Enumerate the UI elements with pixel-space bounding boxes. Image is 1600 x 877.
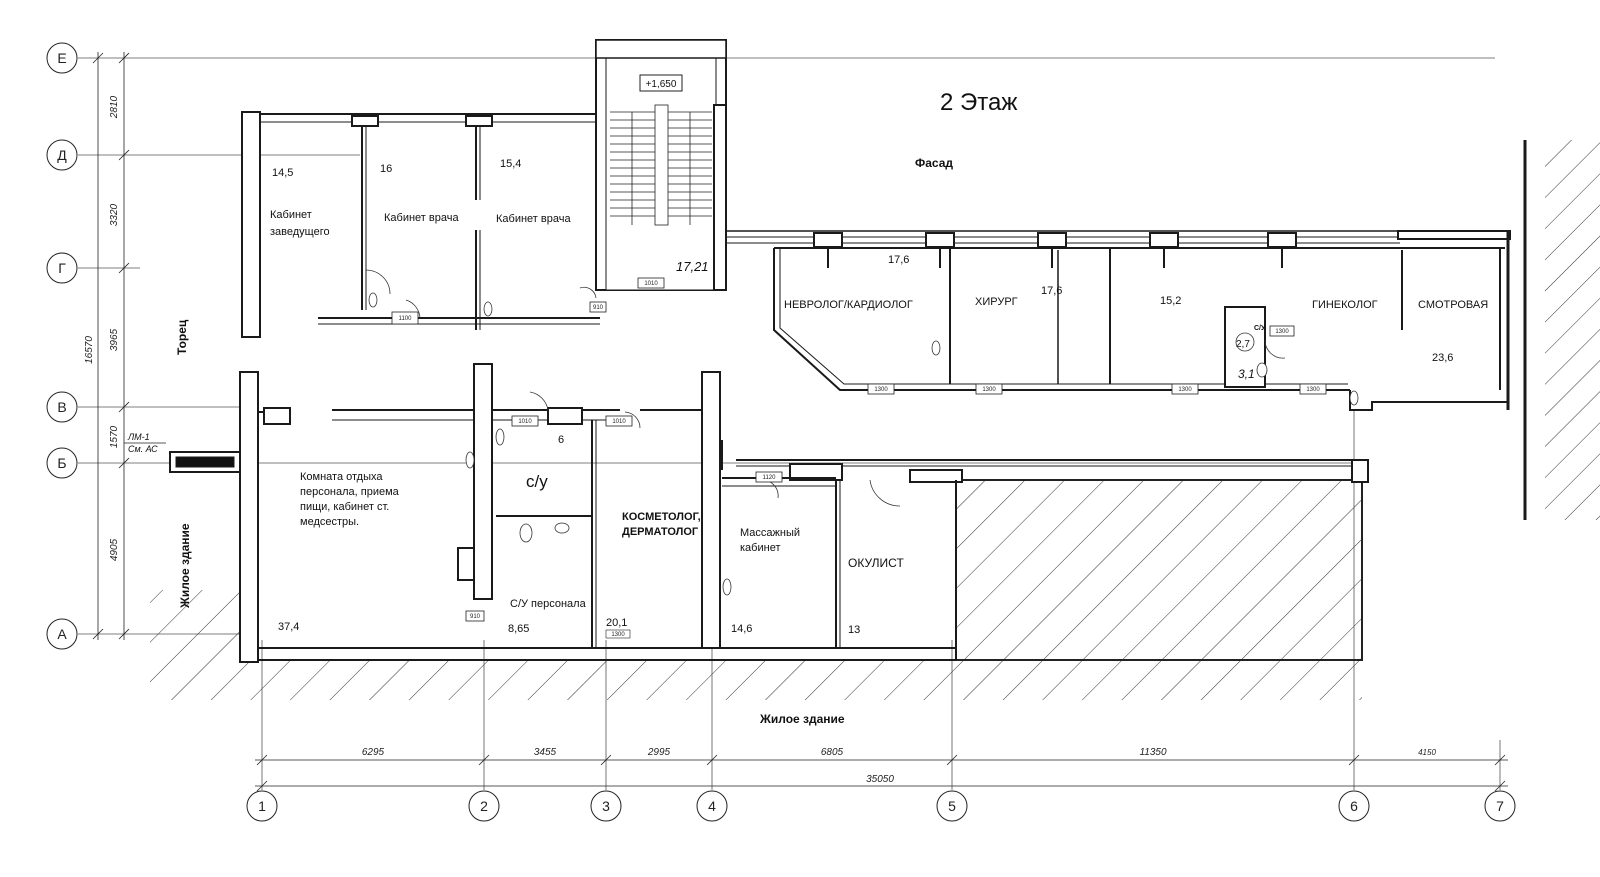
room-area: 13	[848, 624, 860, 636]
residential-left-label: Жилое здание	[178, 523, 192, 609]
room-name: пищи, кабинет ст.	[300, 501, 389, 513]
door-tag: 1300	[1306, 387, 1320, 393]
axis-number-markers: 1 2 3 4 5 6 7	[246, 790, 1516, 822]
axis-label: 7	[1496, 798, 1504, 814]
room-area: 17,6	[888, 254, 909, 266]
dim-value: 3965	[109, 328, 120, 351]
room-name: Кабинет	[270, 209, 312, 221]
dim-value: 6295	[362, 747, 385, 758]
room-area: 2,7	[1236, 339, 1250, 350]
room-name: ОКУЛИСТ	[848, 556, 904, 570]
door-swings	[365, 269, 1286, 507]
room-area: 6	[558, 434, 564, 446]
room-name: СМОТРОВАЯ	[1418, 299, 1488, 311]
axis-label: 5	[948, 798, 956, 814]
stair-treads	[610, 104, 712, 226]
stair-level-tag: +1,650	[639, 74, 683, 92]
door-tag: 910	[593, 305, 604, 311]
door-tag: 1300	[982, 387, 996, 393]
room-name: с/у	[526, 472, 548, 491]
room-name: ДЕРМАТОЛОГ	[622, 526, 699, 538]
room-name: Кабинет врача	[384, 212, 459, 224]
room-area: 3,1	[1238, 367, 1255, 381]
room-name: С/У персонала	[510, 598, 587, 610]
door-tag: 1300	[1178, 387, 1192, 393]
wc-box-label: С/У	[1254, 325, 1266, 332]
room-name: Кабинет врача	[496, 213, 571, 225]
door-tag: 1300	[1275, 329, 1289, 335]
fixtures	[368, 292, 1359, 596]
axis-label: 1	[258, 798, 266, 814]
dim-value: 2810	[109, 95, 120, 119]
room-area: 23,6	[1432, 352, 1453, 364]
left-dimension-values: 2810 3320 3965 1570 4905 16570	[84, 95, 120, 561]
bottom-dimension-chain	[255, 754, 1508, 792]
left-dimension-chain	[92, 52, 130, 640]
axis-label: 4	[708, 798, 716, 814]
facade-label: Фасад	[915, 156, 953, 170]
room-area: 14,5	[272, 167, 293, 179]
door-tag: 1100	[399, 316, 413, 322]
room-area: 15,4	[500, 158, 521, 170]
door-tag: 1300	[611, 632, 625, 638]
door-tag: 1120	[763, 475, 777, 481]
dim-value: 16570	[84, 336, 95, 364]
stair-area: 17,21	[676, 259, 709, 274]
dim-value: 11350	[1139, 747, 1167, 758]
room-name: заведущего	[270, 226, 330, 238]
room-area: 20,1	[606, 617, 627, 629]
room-name: ГИНЕКОЛОГ	[1312, 299, 1378, 311]
hatched-areas	[150, 140, 1600, 700]
door-tags: 1100 1010 910 1010 1010 1120 1300 1300 1…	[391, 277, 1327, 639]
dim-value: 2995	[647, 747, 671, 758]
axis-label: Е	[57, 50, 66, 66]
bottom-dimension-values: 6295 3455 2995 6805 11350 4150 35050	[362, 747, 1437, 785]
room-area: 37,4	[278, 621, 299, 633]
room-name: НЕВРОЛОГ/КАРДИОЛОГ	[784, 299, 913, 311]
residential-bottom-label: Жилое здание	[759, 712, 845, 726]
room-area: 8,65	[508, 623, 529, 635]
room-area: 14,6	[731, 623, 752, 635]
dim-value: 35050	[866, 774, 894, 785]
end-wall-label: Торец	[175, 319, 189, 355]
dim-value: 4150	[1418, 748, 1436, 757]
room-area: 15,2	[1160, 295, 1181, 307]
room-area: 16	[380, 163, 392, 175]
axis-label: 2	[480, 798, 488, 814]
dim-value: 6805	[821, 747, 844, 758]
room-name: КОСМЕТОЛОГ,	[622, 511, 701, 523]
room-name: кабинет	[740, 542, 780, 554]
dim-value: 1570	[109, 425, 120, 448]
door-tag: 1010	[644, 281, 658, 287]
door-tag: 910	[470, 614, 481, 620]
dim-value: 3455	[534, 747, 557, 758]
door-tag: 1010	[612, 419, 626, 425]
axis-label: 6	[1350, 798, 1358, 814]
walls	[169, 39, 1527, 663]
room-name: Комната отдыха	[300, 471, 383, 483]
door-tag: 1300	[874, 387, 888, 393]
dim-value: 4905	[109, 538, 120, 561]
door-tag: 1010	[518, 419, 532, 425]
axis-label: В	[57, 399, 66, 415]
axis-label: Д	[57, 147, 67, 163]
room-name: Массажный	[740, 527, 800, 539]
axis-letter-markers: Е Д Г В Б А	[46, 42, 78, 650]
dim-value: 3320	[109, 203, 120, 226]
room-name: персонала, приема	[300, 486, 400, 498]
room-name: ХИРУРГ	[975, 296, 1018, 308]
page-title: 2 Этаж	[940, 89, 1017, 116]
axis-label: А	[57, 626, 67, 642]
room-area: 17,6	[1041, 285, 1062, 297]
room-name: медсестры.	[300, 516, 359, 528]
axis-label: Г	[58, 260, 66, 276]
lm-note-1: ЛМ-1	[127, 432, 150, 442]
room-labels: 14,5 Кабинет заведущего 16 Кабинет врача…	[270, 158, 1488, 636]
stair-level: +1,650	[646, 79, 677, 90]
axis-label: 3	[602, 798, 610, 814]
lm-note-2: См. АС	[128, 444, 158, 454]
axis-label: Б	[57, 455, 66, 471]
